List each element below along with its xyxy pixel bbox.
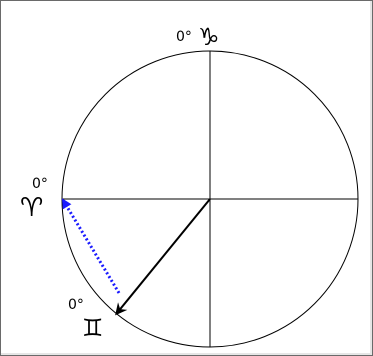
aries-icon: ♈ [20, 193, 43, 223]
capricorn-icon: ♑ [198, 23, 220, 51]
gemini-icon: ♊ [82, 314, 104, 342]
frame-right-edge [370, 1, 372, 355]
frame-bottom-edge [1, 353, 372, 355]
solid-arrow [115, 198, 211, 316]
dotted-arrow [61, 198, 121, 294]
top-degree-label: 0° [176, 29, 192, 45]
left-degree-label: 0° [32, 176, 48, 192]
bottom-degree-label: 0° [68, 297, 84, 313]
